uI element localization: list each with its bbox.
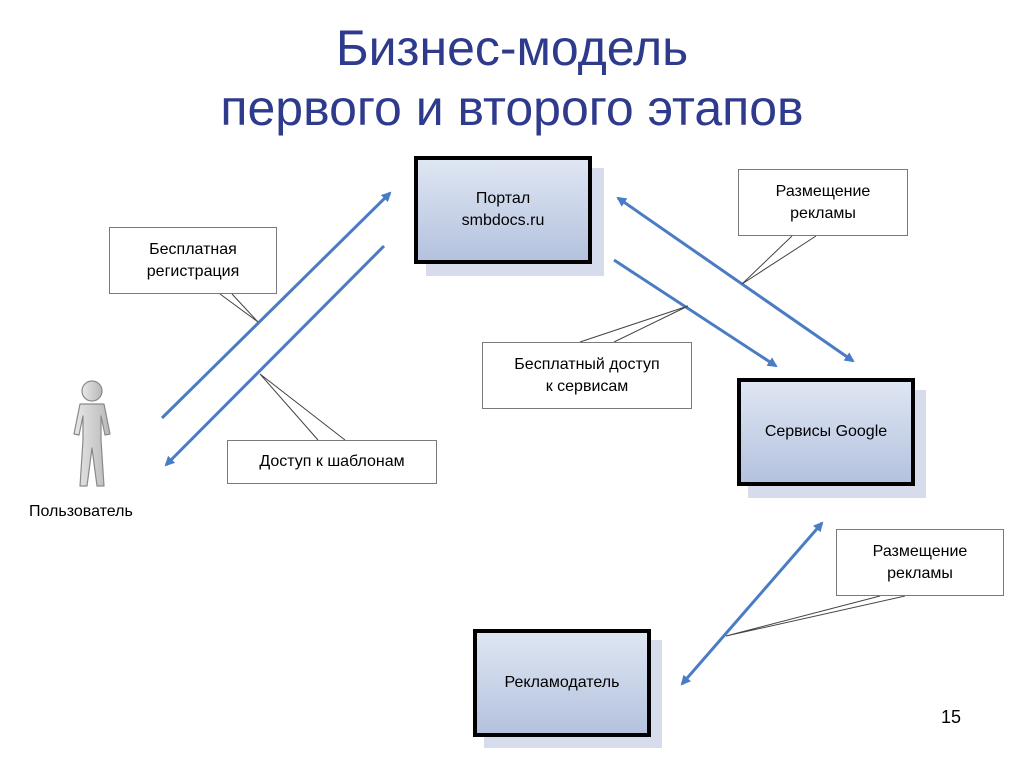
pointer-ads-bottom [725,595,906,637]
pointer-free-registration [219,293,259,323]
callout-template-access-label: Доступ к шаблонам [259,453,405,470]
callout-free-services: Бесплатный доступ к сервисам [482,342,692,409]
callout-free-services-line-1: Бесплатный доступ [514,355,660,373]
google-services-label: Сервисы Google [764,423,888,440]
callout-free-registration-line-2: регистрация [146,262,240,280]
callout-free-services-line-2: к сервисам [545,377,629,395]
arrow-portal-to-google [613,258,778,368]
arrow-portal-to-user [164,244,386,467]
callout-template-access: Доступ к шаблонам [227,440,437,484]
pointer-free-services [579,305,689,343]
callout-ads-bottom-line-2: рекламы [887,564,953,582]
title-line-1: Бизнес-модель [335,20,689,76]
person-icon [73,380,111,487]
pointer-template-access [259,373,346,441]
portal-label-line-1: Портал [475,190,531,207]
callout-free-registration: Бесплатная регистрация [109,227,277,294]
callout-ads-top-line-1: Размещение [775,182,871,200]
google-services-box: Сервисы Google [737,378,915,486]
arrow-user-to-portal [160,191,392,420]
advertiser-label: Рекламодатель [504,674,620,691]
pointer-ads-top [741,235,817,285]
arrow-portal-google-bidirectional [616,196,855,363]
portal-label-line-2: smbdocs.ru [461,212,545,229]
user-label: Пользователь [29,503,133,520]
advertiser-box: Рекламодатель [473,629,651,737]
arrow-google-advertiser-bidirectional [680,521,824,686]
callout-ads-top-line-2: рекламы [790,204,856,222]
page-number: 15 [941,707,962,727]
portal-box: Портал smbdocs.ru [414,156,592,264]
callout-ads-bottom-line-1: Размещение [872,542,968,560]
callout-ads-top: Размещение рекламы [738,169,908,236]
callout-free-registration-line-1: Бесплатная [149,240,237,258]
callout-ads-bottom: Размещение рекламы [836,529,1004,596]
slide-title: Бизнес-модель первого и второго этапов [0,18,1024,138]
title-line-2: первого и второго этапов [220,80,804,136]
